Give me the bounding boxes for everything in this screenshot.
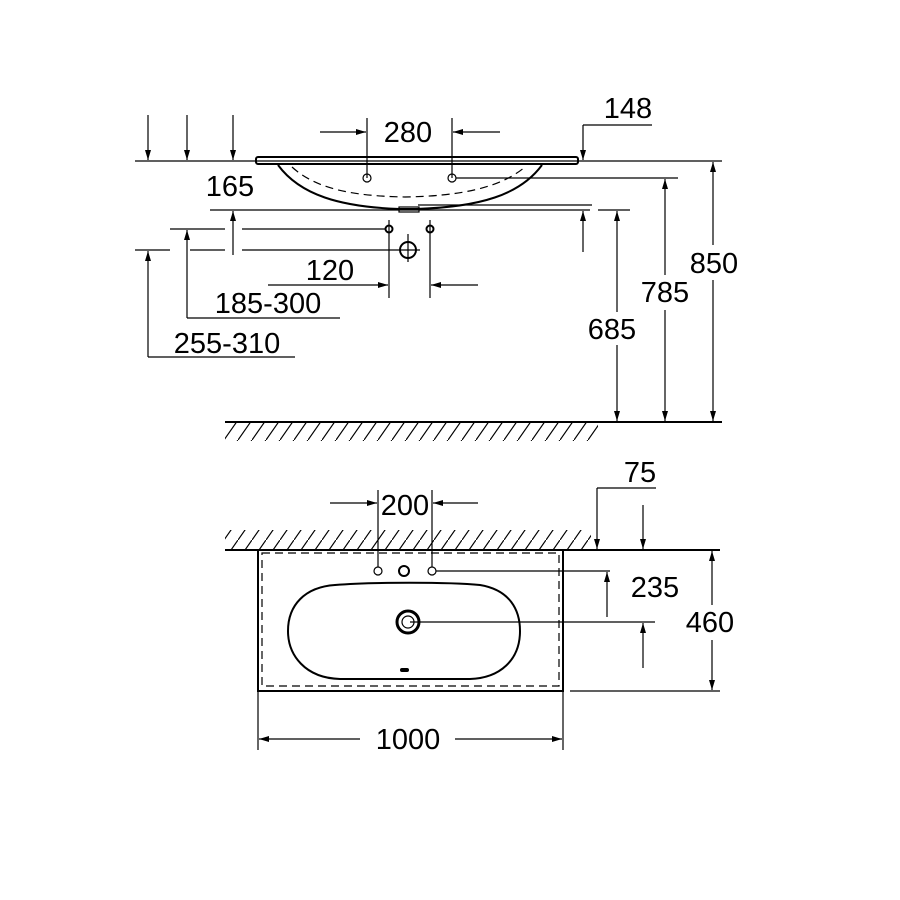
basin-outline <box>257 549 564 692</box>
floor-hatch <box>225 423 598 441</box>
dim-tap-spacing-side: 280 <box>384 117 432 149</box>
dim-bowl-depth: 165 <box>206 171 254 203</box>
dim-drain-distance: 235 <box>631 572 679 604</box>
side-view: 280 148 165 120 185-300 255-3 <box>135 93 738 441</box>
tap-hole-icon <box>427 566 437 576</box>
tap-hole-icon <box>398 565 410 577</box>
bowl-outline <box>286 581 522 680</box>
dim-rim-height: 850 <box>690 248 738 280</box>
wall-hatch <box>225 530 591 549</box>
dim-drain-height: 255-310 <box>174 328 280 360</box>
dim-width: 1000 <box>376 724 441 756</box>
plan-view: 200 75 235 460 1000 <box>225 457 734 756</box>
dim-overflow-offset: 148 <box>604 93 652 125</box>
dim-tap-spacing-plan: 200 <box>381 490 429 522</box>
basin-profile <box>255 156 579 213</box>
dim-tap-offset: 75 <box>624 457 656 489</box>
dim-bowl-bottom-height: 685 <box>588 314 636 346</box>
dim-valve-spacing: 120 <box>306 255 354 287</box>
dim-valve-height: 185-300 <box>215 288 321 320</box>
dim-depth: 460 <box>686 607 734 639</box>
dim-tap-height: 785 <box>641 277 689 309</box>
tap-hole-icon <box>373 566 383 576</box>
overflow-icon <box>400 668 409 672</box>
